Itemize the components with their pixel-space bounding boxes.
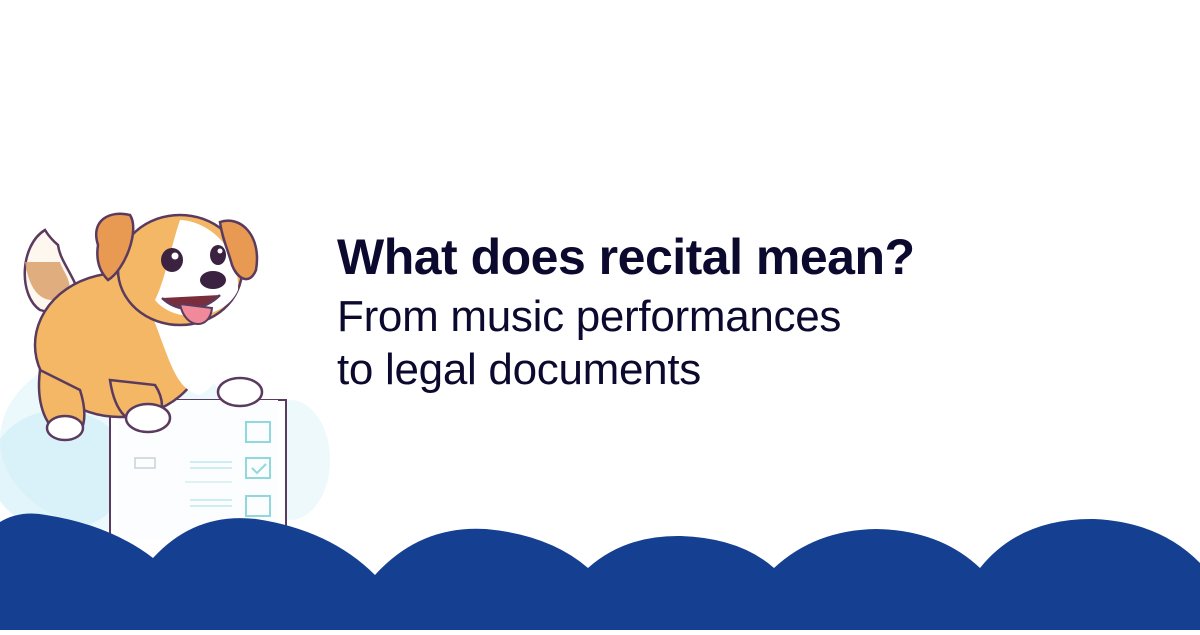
scallop-wave-shape <box>0 513 1200 630</box>
headline-block: What does recital mean? From music perfo… <box>337 224 915 396</box>
subtitle-line-2: to legal documents <box>337 345 701 394</box>
dog-illustration <box>0 200 340 541</box>
subtitle-line-1: From music performances <box>337 292 842 341</box>
page-title: What does recital mean? <box>337 229 915 285</box>
wave-footer <box>0 500 1200 630</box>
